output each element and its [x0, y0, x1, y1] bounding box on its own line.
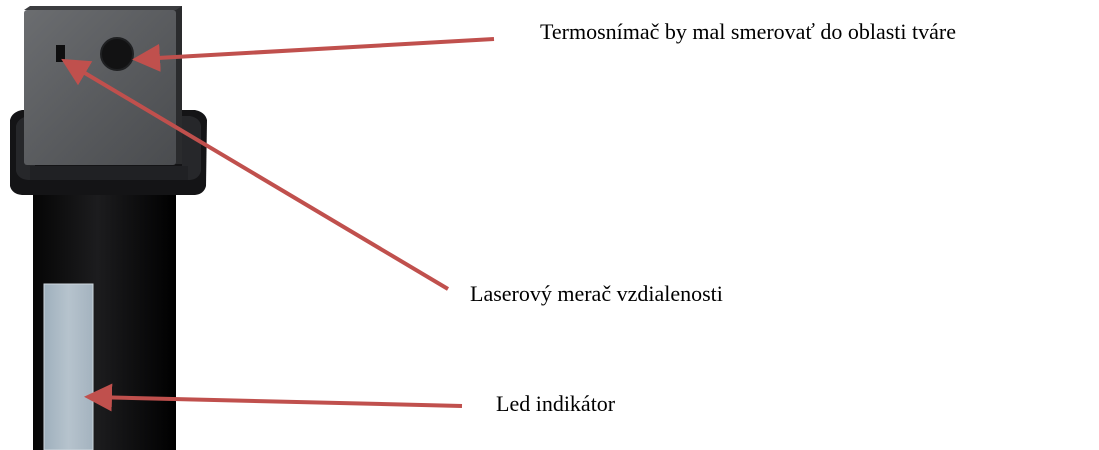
thermal-sensor-lens	[100, 37, 134, 71]
arrow-thermal-sensor	[132, 37, 495, 72]
led-indicator-strip	[43, 283, 94, 450]
label-thermal-sensor: Termosnímač by mal smerovať do oblasti t…	[540, 19, 956, 44]
label-laser-rangefinder: Laserový merač vzdialenosti	[470, 281, 723, 306]
arrow-led-indicator	[84, 383, 463, 412]
label-led-indicator: Led indikátor	[496, 391, 616, 416]
laser-rangefinder-window	[56, 45, 65, 62]
arrow-laser-rangefinder	[61, 58, 450, 291]
